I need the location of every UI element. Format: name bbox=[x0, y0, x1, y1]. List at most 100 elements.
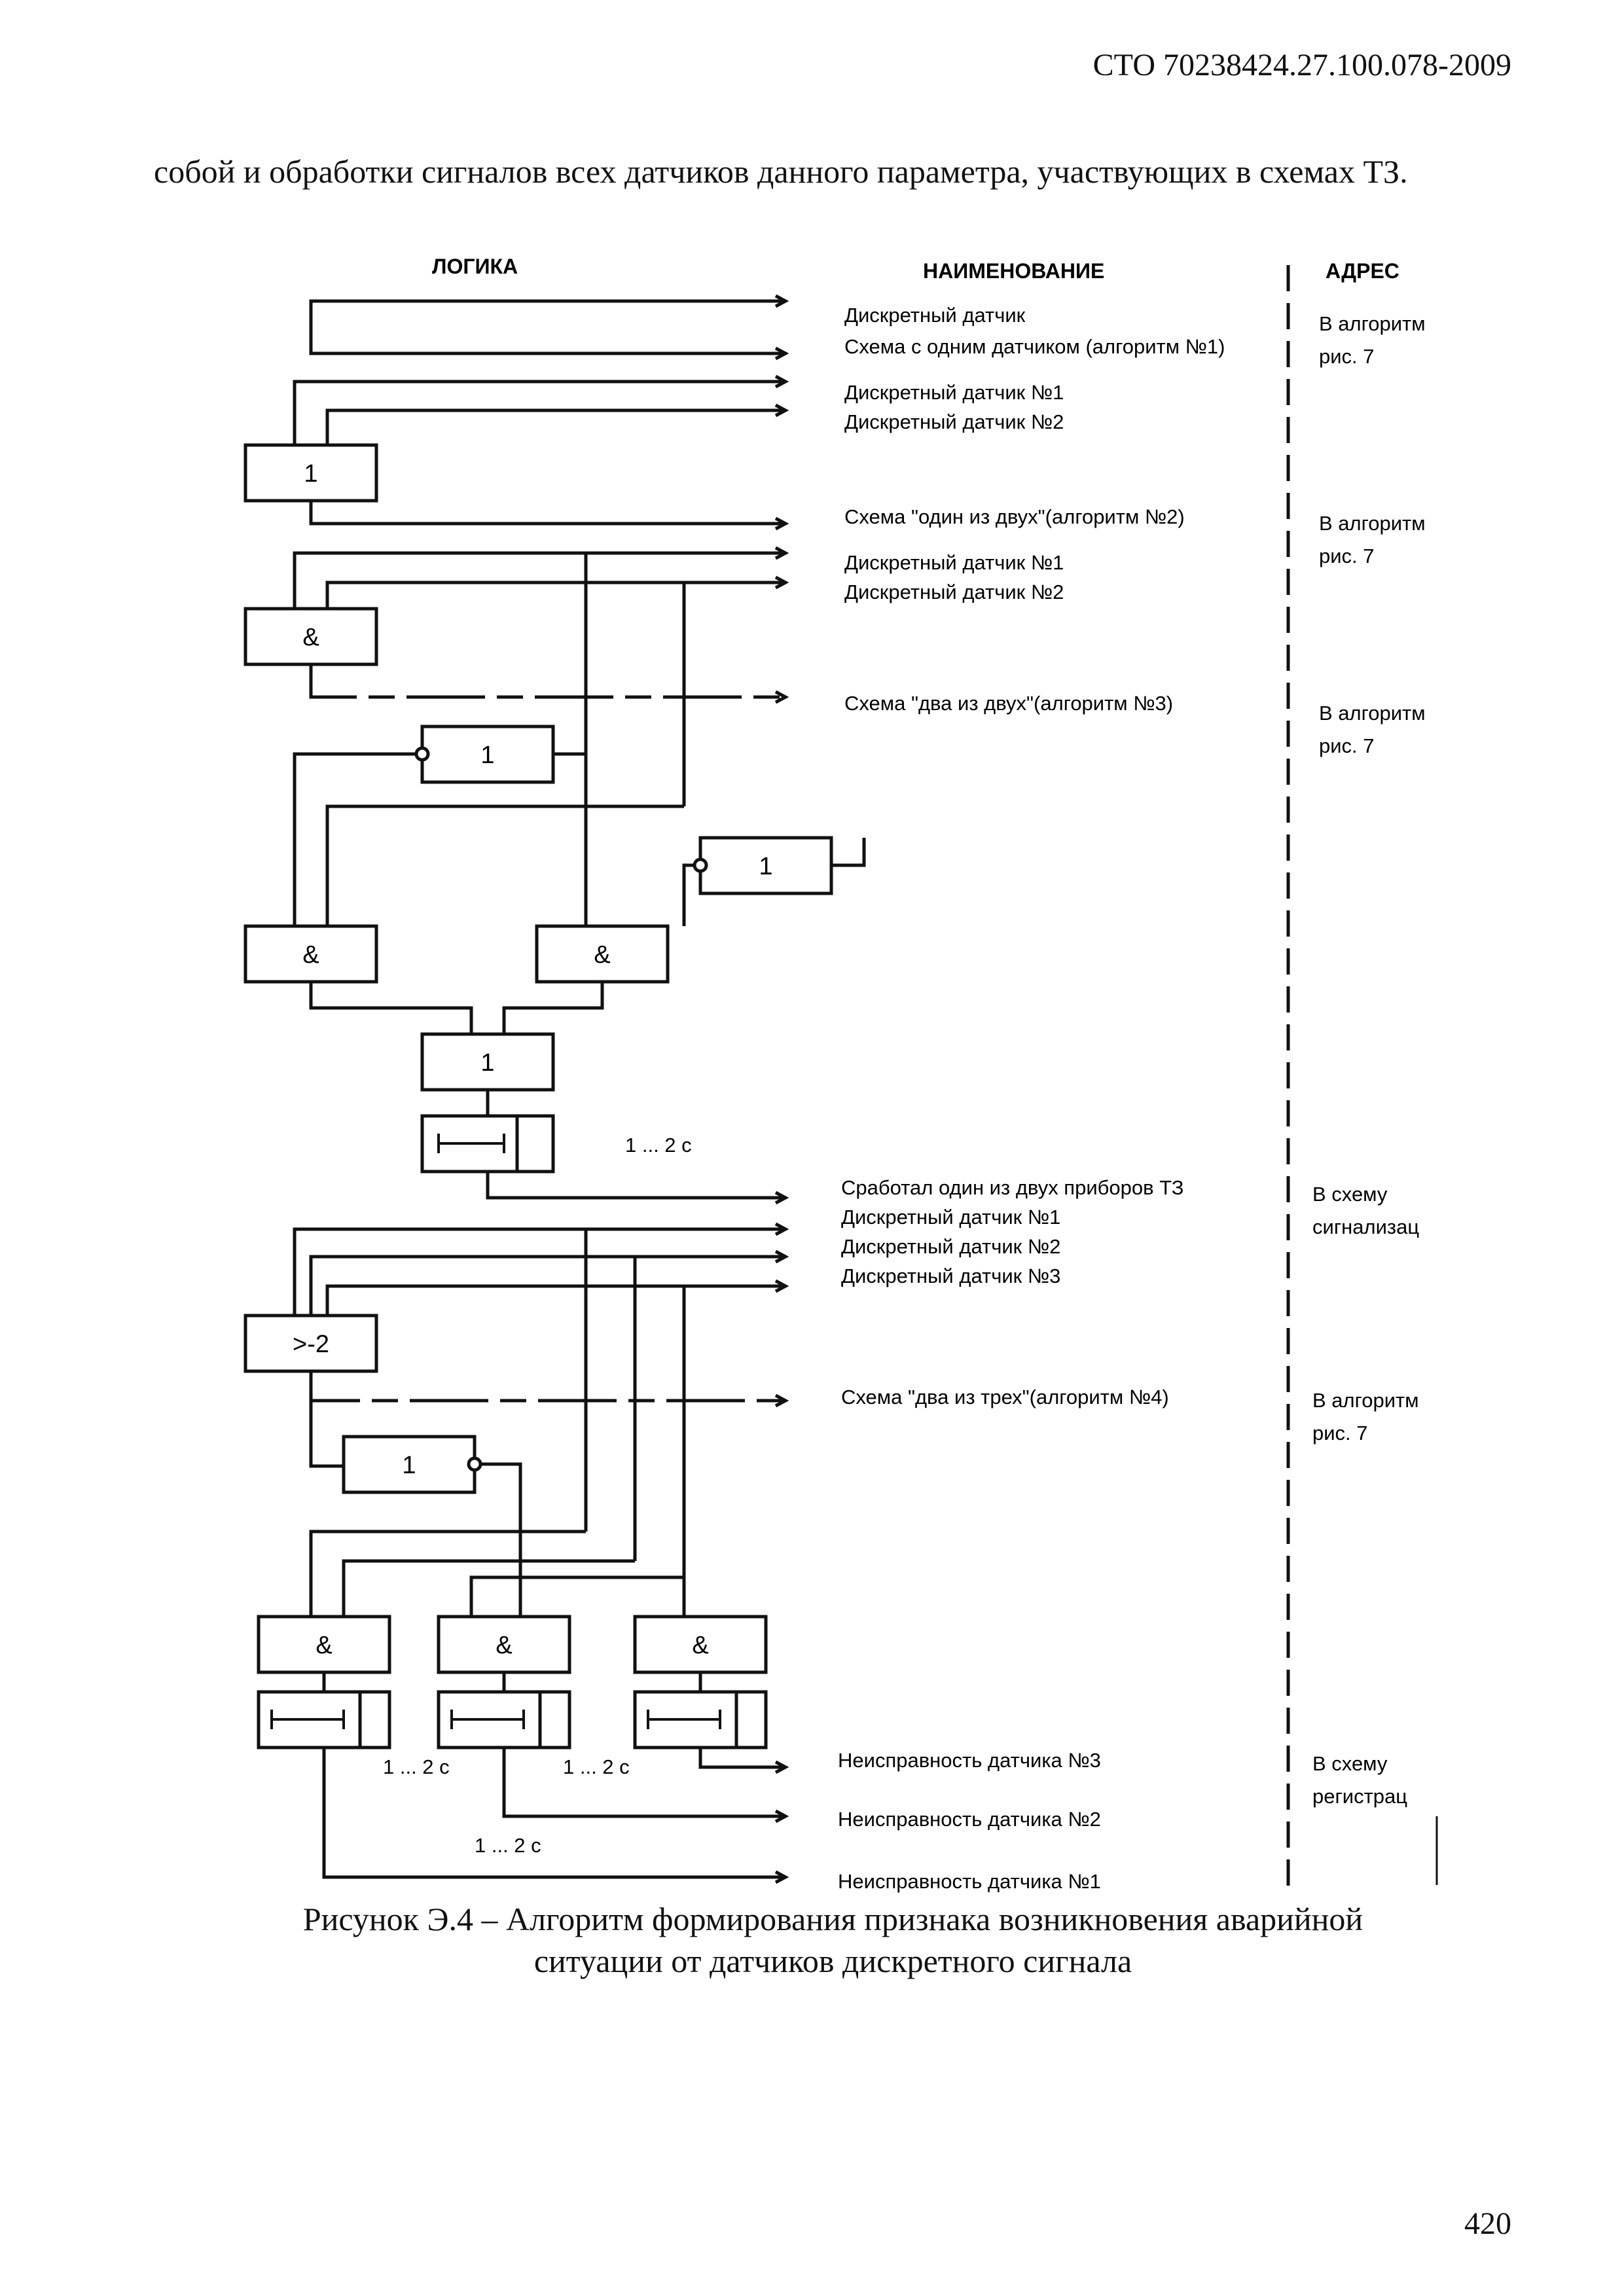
inverter-b bbox=[693, 857, 708, 873]
signal-label: Дискретный датчик №1 bbox=[841, 1206, 1060, 1229]
fault3-wire bbox=[698, 1748, 785, 1769]
signal-label: Неисправность датчика №3 bbox=[838, 1749, 1101, 1772]
signal-label: Схема "два из двух"(алгоритм №3) bbox=[844, 692, 1173, 715]
signal-label: Дискретный датчик №3 bbox=[841, 1265, 1060, 1287]
arrow-in-6 bbox=[774, 1222, 789, 1236]
alg3-output-wire bbox=[309, 664, 785, 699]
arrow-out-7 bbox=[774, 1809, 789, 1823]
arrow-out-1 bbox=[774, 346, 789, 361]
not-or-c-output bbox=[480, 1462, 522, 1561]
bus-1 bbox=[309, 1530, 586, 1617]
address-label: рис. 7 bbox=[1319, 734, 1375, 757]
signal-label: Дискретный датчик №2 bbox=[844, 410, 1064, 433]
address-label: рис. 7 bbox=[1319, 545, 1375, 567]
address-label: В алгоритм bbox=[1319, 702, 1426, 725]
gate-label: & bbox=[302, 624, 319, 651]
address-label: регистрац bbox=[1312, 1785, 1407, 1808]
signal-label: Дискретный датчик №1 bbox=[844, 551, 1064, 574]
caption-line-2: ситуации от датчиков дискретного сигнала bbox=[533, 1943, 1132, 1979]
alg3-wire-s2 bbox=[325, 581, 785, 609]
alg4-output-wire bbox=[309, 1371, 785, 1403]
alg-output-tz bbox=[486, 1172, 785, 1200]
timer-symbol-4 bbox=[647, 1710, 721, 1729]
arrow-in-4 bbox=[774, 546, 789, 560]
arrow-out-2 bbox=[774, 516, 789, 531]
not-or-b-output bbox=[682, 863, 695, 926]
alg3-wire-s1 bbox=[293, 551, 785, 609]
signal-label: Дискретный датчик №2 bbox=[844, 581, 1064, 603]
caption-line-1: Рисунок Э.4 – Алгоритм формирования приз… bbox=[302, 1901, 1363, 1937]
document-code: СТО 70238424.27.100.078-2009 bbox=[1092, 48, 1511, 82]
bus-2 bbox=[342, 1559, 635, 1617]
gate-label: 1 bbox=[402, 1452, 416, 1479]
not-or-a-output bbox=[293, 752, 416, 926]
arrow-in-1 bbox=[774, 294, 789, 308]
gate-label: & bbox=[594, 941, 610, 969]
timer-symbol-1 bbox=[437, 1134, 505, 1153]
gate-label: & bbox=[496, 1632, 512, 1659]
arrow-out-5 bbox=[774, 1393, 789, 1408]
timer-symbol-3 bbox=[450, 1710, 525, 1729]
signal-label: Неисправность датчика №1 bbox=[838, 1870, 1101, 1893]
arrow-in-2 bbox=[774, 374, 789, 389]
figure-caption: Рисунок Э.4 – Алгоритм формирования приз… bbox=[154, 1898, 1512, 1982]
alg4-wire-s2 bbox=[309, 1255, 785, 1316]
address-label: В алгоритм bbox=[1319, 512, 1426, 535]
arrow-out-4 bbox=[774, 1191, 789, 1205]
delay-label: 1 ... 2 с bbox=[475, 1834, 541, 1857]
alg1-wire bbox=[309, 299, 785, 355]
fault1-wire bbox=[322, 1748, 785, 1879]
gate-label: & bbox=[316, 1632, 332, 1659]
signal-label: Схема "один из двух"(алгоритм №2) bbox=[844, 505, 1185, 528]
address-label: рис. 7 bbox=[1312, 1422, 1368, 1444]
address-label: В алгоритм bbox=[1312, 1389, 1419, 1412]
alg2-output-wire bbox=[309, 501, 785, 526]
arrow-in-8 bbox=[774, 1279, 789, 1293]
timer-symbol-2 bbox=[270, 1710, 345, 1729]
col-logic-header: ЛОГИКА bbox=[432, 255, 518, 278]
arrow-in-5 bbox=[774, 575, 789, 590]
fault2-wire bbox=[502, 1748, 785, 1818]
gate-label: & bbox=[692, 1632, 708, 1659]
and-left-output bbox=[309, 982, 473, 1034]
col-name-header: НАИМЕНОВАНИЕ bbox=[923, 259, 1104, 283]
address-label: В алгоритм bbox=[1319, 312, 1426, 335]
inverter-a bbox=[414, 746, 430, 762]
alg2-wire-s1 bbox=[293, 380, 785, 445]
signal-label: Дискретный датчик bbox=[844, 304, 1026, 327]
delay-label: 1 ... 2 с bbox=[563, 1755, 630, 1778]
arrow-in-7 bbox=[774, 1249, 789, 1264]
address-label: рис. 7 bbox=[1319, 345, 1375, 368]
alg2-wire-s2 bbox=[325, 408, 785, 445]
arrow-out-6 bbox=[774, 1760, 789, 1774]
signal-label: Сработал один из двух приборов ТЗ bbox=[841, 1176, 1184, 1199]
bus-3 bbox=[469, 1575, 684, 1617]
signal-label: Схема с одним датчиком (алгоритм №1) bbox=[844, 335, 1225, 358]
alg4-wire-s1 bbox=[293, 1227, 785, 1316]
delay-label: 1 ... 2 с bbox=[625, 1134, 692, 1157]
gate-label: 1 bbox=[304, 460, 317, 488]
gate-label: & bbox=[302, 941, 319, 969]
signal-label: Неисправность датчика №2 bbox=[838, 1808, 1101, 1831]
arrow-out-3 bbox=[774, 690, 789, 704]
address-label: В схему bbox=[1312, 1183, 1388, 1206]
gate-label: 1 bbox=[480, 1049, 494, 1077]
arrow-out-8 bbox=[774, 1870, 789, 1884]
inverter-c bbox=[467, 1456, 482, 1472]
signal-label: Дискретный датчик №2 bbox=[841, 1235, 1060, 1258]
arrow-in-3 bbox=[774, 403, 789, 418]
delay-label: 1 ... 2 с bbox=[383, 1755, 450, 1778]
to-not-or-c bbox=[309, 1401, 344, 1468]
gate-label: 1 bbox=[480, 742, 494, 769]
page-number: 420 bbox=[1464, 2206, 1511, 2241]
col-address-header: АДРЕС bbox=[1326, 259, 1399, 283]
and-right-output bbox=[502, 982, 604, 1034]
cross-wire bbox=[325, 804, 684, 926]
intro-paragraph: собой и обработки сигналов всех датчиков… bbox=[154, 153, 1408, 190]
address-label: сигнализац bbox=[1312, 1215, 1419, 1238]
not-or-b-input bbox=[831, 838, 866, 867]
gate-label: 1 bbox=[759, 853, 772, 880]
alg4-wire-s3 bbox=[325, 1284, 785, 1316]
gate-label: >-2 bbox=[293, 1331, 329, 1358]
